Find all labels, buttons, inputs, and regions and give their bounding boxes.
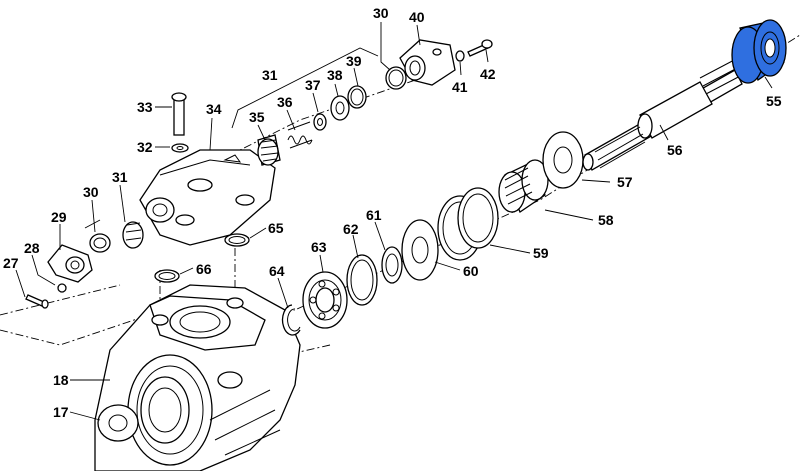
circlip-64 bbox=[281, 304, 301, 336]
cap-29 bbox=[47, 244, 93, 283]
callout-58: 58 bbox=[598, 212, 614, 228]
callout-27: 27 bbox=[3, 255, 19, 271]
callout-31-top: 31 bbox=[262, 67, 278, 83]
spacer-61 bbox=[381, 246, 403, 284]
callout-55: 55 bbox=[766, 93, 782, 109]
callout-38: 38 bbox=[327, 67, 343, 83]
callout-35: 35 bbox=[249, 109, 265, 125]
callout-34: 34 bbox=[206, 101, 222, 117]
callout-32: 32 bbox=[137, 139, 153, 155]
o-ring-39 bbox=[347, 85, 367, 109]
end-cap-40 bbox=[399, 39, 456, 86]
callout-56: 56 bbox=[667, 142, 683, 158]
callout-41: 41 bbox=[452, 79, 468, 95]
callout-30-left: 30 bbox=[83, 184, 99, 200]
spring-36 bbox=[287, 121, 313, 149]
callout-17: 17 bbox=[53, 404, 69, 420]
bolt-42 bbox=[467, 39, 493, 57]
callout-37: 37 bbox=[305, 77, 321, 93]
needle-bearing-58 bbox=[498, 159, 549, 213]
callout-36: 36 bbox=[277, 94, 293, 110]
callout-29: 29 bbox=[51, 209, 67, 225]
o-ring-66 bbox=[154, 269, 180, 283]
gearbox-housing bbox=[94, 284, 301, 471]
washer-28 bbox=[57, 283, 67, 293]
callout-18: 18 bbox=[53, 372, 69, 388]
callout-62: 62 bbox=[343, 221, 359, 237]
callout-30-top: 30 bbox=[373, 5, 389, 21]
thrust-washer-57 bbox=[542, 131, 584, 189]
callout-66: 66 bbox=[196, 261, 212, 277]
o-ring-65 bbox=[224, 233, 250, 247]
callout-40: 40 bbox=[409, 9, 425, 25]
callout-28: 28 bbox=[24, 240, 40, 256]
callout-63: 63 bbox=[311, 239, 327, 255]
bracket-lines bbox=[84, 47, 379, 229]
callout-60: 60 bbox=[463, 263, 479, 279]
flange-ring-17 bbox=[97, 404, 139, 442]
callout-61: 61 bbox=[366, 207, 382, 223]
callout-39: 39 bbox=[346, 53, 362, 69]
rings-59 bbox=[437, 187, 499, 261]
leader-lines bbox=[15, 22, 773, 421]
gear-31-left bbox=[122, 221, 144, 249]
pinion-gear-35 bbox=[257, 134, 281, 166]
bearing-63 bbox=[302, 271, 348, 329]
bearing-38 bbox=[330, 95, 350, 121]
cover-34 bbox=[139, 149, 276, 246]
shaft-56 bbox=[582, 57, 745, 171]
callout-57: 57 bbox=[617, 174, 633, 190]
o-ring-30-top bbox=[385, 66, 407, 90]
o-ring-30-left bbox=[89, 233, 111, 253]
bearing-55-highlighted bbox=[731, 19, 787, 84]
washer-41 bbox=[455, 50, 465, 62]
callout-42: 42 bbox=[480, 66, 496, 82]
bolt-33 bbox=[171, 92, 187, 136]
circlip-62 bbox=[346, 254, 378, 306]
callout-59: 59 bbox=[533, 245, 549, 261]
bolt-27 bbox=[25, 294, 49, 309]
callout-labels: 30 40 31 39 38 37 36 35 34 33 32 31 30 2… bbox=[3, 5, 782, 420]
washer-37 bbox=[313, 113, 327, 131]
thrust-washer-60 bbox=[401, 219, 439, 281]
washer-32 bbox=[171, 143, 189, 153]
callout-33: 33 bbox=[137, 99, 153, 115]
callout-64: 64 bbox=[269, 263, 285, 279]
callout-31-left: 31 bbox=[112, 169, 128, 185]
callout-65: 65 bbox=[268, 220, 284, 236]
